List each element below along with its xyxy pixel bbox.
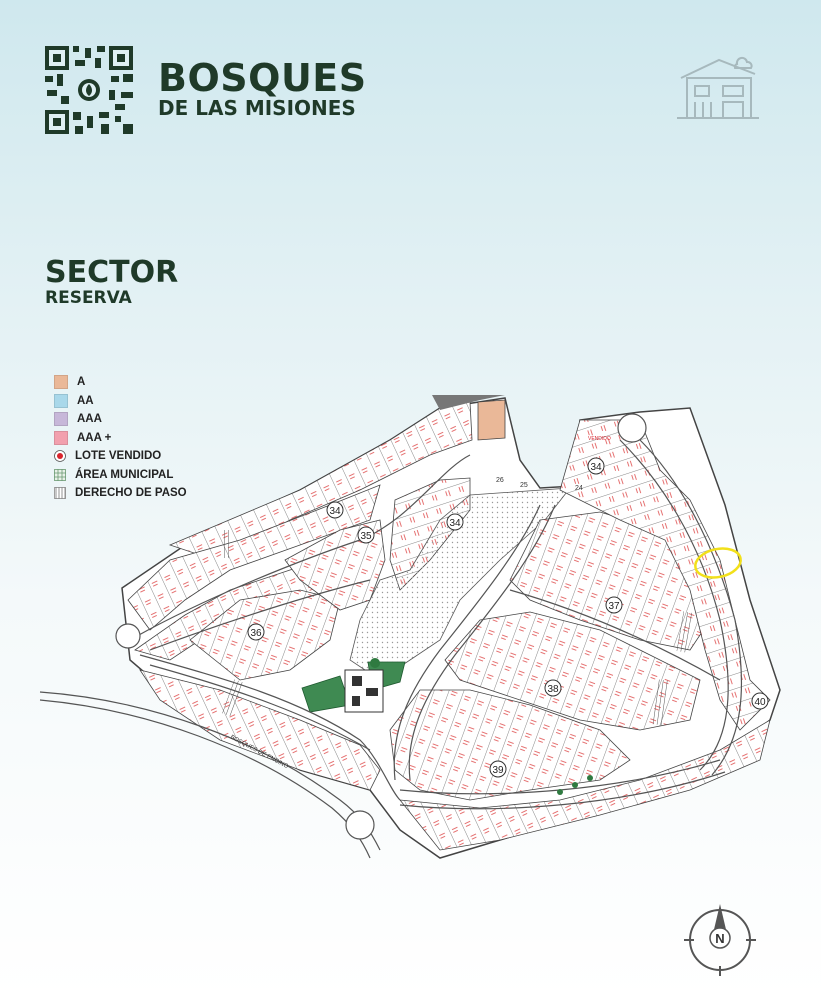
compass-label: N: [715, 931, 724, 946]
legend-item-a: A: [54, 373, 187, 392]
north-compass-icon: N: [684, 904, 756, 976]
subdivision-map: 34 34 34 35 36 37 38 39 40 24 25 26 BOSQ…: [39, 395, 781, 859]
lot-number: 26: [496, 477, 504, 484]
legend-label: AAA +: [77, 431, 112, 444]
sector-name: RESERVA: [45, 288, 132, 308]
brand-title: BOSQUES: [158, 56, 367, 100]
block-number: 39: [492, 765, 504, 776]
house-icon: [677, 56, 759, 119]
legend-label: A: [77, 376, 86, 389]
legend-item-aa: AA: [54, 392, 187, 411]
block-number: 38: [547, 684, 559, 695]
grid-pattern-icon: [54, 468, 66, 481]
block-number: 35: [360, 531, 372, 542]
legend-item-right-of-way: DERECHO DE PASO: [54, 484, 187, 503]
sold-dot-icon: [54, 450, 66, 463]
lot-number: 24: [575, 485, 583, 492]
legend-item-aaa-plus: AAA +: [54, 429, 187, 448]
block-number: 37: [608, 601, 620, 612]
legend-swatch: [54, 393, 68, 408]
legend-item-sold: LOTE VENDIDO: [54, 447, 187, 466]
legend-label: AAA: [77, 413, 102, 426]
legend-label: LOTE VENDIDO: [75, 450, 162, 463]
qr-code-icon: [45, 46, 133, 134]
legend-item-aaa: AAA: [54, 410, 187, 429]
legend-item-municipal: ÁREA MUNICIPAL: [54, 466, 187, 485]
block-number: 34: [449, 518, 461, 529]
block-number: 34: [329, 506, 341, 517]
block-number: 40: [754, 697, 766, 708]
legend-label: DERECHO DE PASO: [75, 487, 187, 500]
legend: A AA AAA AAA + LOTE VENDIDO ÁREA MUNICIP…: [54, 373, 187, 503]
legend-swatch: [54, 375, 68, 390]
hatch-pattern-icon: [54, 487, 66, 500]
legend-swatch: [54, 430, 68, 445]
sector-title: SECTOR: [45, 255, 179, 290]
sold-label: VENDIDO: [588, 436, 611, 442]
block-number: 34: [590, 462, 602, 473]
legend-label: AA: [77, 394, 94, 407]
brand-subtitle: DE LAS MISIONES: [158, 96, 356, 120]
legend-label: ÁREA MUNICIPAL: [75, 468, 174, 481]
block-number: 36: [250, 628, 262, 639]
lot-number: 25: [520, 482, 528, 489]
highlight-marker: [694, 547, 742, 579]
legend-swatch: [54, 412, 68, 427]
